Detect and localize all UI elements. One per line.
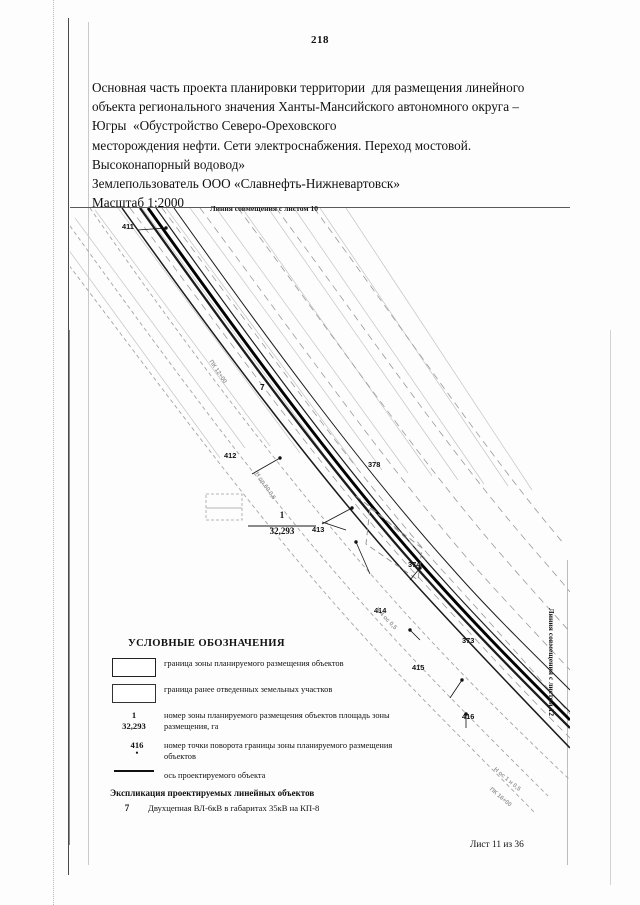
title-line-3: Югры «Обустройство Северо-Ореховского [92,118,337,134]
map-zone-number: 1 [279,510,285,520]
scan-artifact-light-line [88,22,89,865]
site-plan-map: 411 412 413 414 415 416 373 374 378 7 1 … [70,208,570,828]
legend-key-zone-number: 1 32,293 [110,710,158,733]
legend-label-zone-number-area: номер зоны планируемого размещения объек… [164,711,390,732]
design-axis-line [146,208,570,722]
legend-item-turning-point: 416 • номер точки поворота границы зоны … [110,740,410,763]
swatch-thick-border [112,658,156,677]
map-sheet-join-label-top: Линия совмещения с листом 10 [210,204,319,213]
legend-key-planned-zone [110,658,158,677]
map-zone-area: 32,293 [269,526,295,536]
explication-row: 7 Двухцепная ВЛ-6кВ в габаритах 35кВ на … [110,803,410,813]
map-point-label-378: 378 [368,460,381,469]
page-number: 218 [311,34,329,46]
legend-item-design-axis: ось проектируемого объекта [110,769,410,781]
title-line-1: Основная часть проекта планировки террит… [92,80,525,95]
sheet-footer: Лист 11 из 36 [470,840,524,850]
legend-label-existing-parcel: граница ранее отведенных земельных участ… [164,685,333,694]
map-point-label-411: 411 [122,222,134,231]
legend-key-zone-area-value: 32,293 [122,721,146,732]
landuser-line: Землепользователь ООО «Славнефть-Нижнева… [92,176,400,192]
legend-label-turning-point: номер точки поворота границы зоны планир… [164,740,393,762]
legend-item-planned-zone-boundary: граница зоны планируемого размещения объ… [110,658,410,677]
map-sheet-join-label-right: Линия совмещения с листом 12 [547,608,556,717]
point-marker-icon: • [135,747,139,758]
map-point-label-373: 373 [462,636,475,645]
map-point-label-374: 374 [408,560,421,569]
scan-artifact-binding-line [68,18,69,875]
legend-title: УСЛОВНЫЕ ОБОЗНАЧЕНИЯ [128,638,285,649]
explication-title: Экспликация проектируемых линейных объек… [110,788,315,799]
swatch-thin-border [112,684,156,703]
scan-artifact-binding-line-lower [69,330,70,845]
explication-row-number: 7 [124,803,130,814]
scan-artifact-dotted-line [53,0,55,905]
legend-key-turning-point-value: 416 [130,739,144,750]
map-legend: УСЛОВНЫЕ ОБОЗНАЧЕНИЯ граница зоны планир… [110,638,410,813]
legend-key-turning-point: 416 • [110,739,158,758]
map-top-border [70,207,570,208]
map-point-label-416: 416 [462,712,475,721]
legend-item-existing-parcel-boundary: граница ранее отведенных земельных участ… [110,684,410,703]
scan-artifact-right-line [610,330,611,885]
title-line-2: объекта регионального значения Ханты-Ман… [92,99,519,115]
title-line-4: месторождения нефти. Сети электроснабжен… [92,137,472,153]
legend-key-zone-number-value: 1 [131,710,137,720]
title-line-5: Высоконапорный водовод» [92,156,245,172]
map-point-label-413: 413 [312,525,325,534]
map-point-label-412: 412 [224,451,237,460]
map-linework [70,208,570,813]
legend-key-existing-parcel [110,684,158,703]
scan-artifact-right-line-2 [567,560,568,865]
map-point-label-414: 414 [374,606,387,615]
map-point-label-415: 415 [412,663,425,672]
axis-line-icon [114,769,154,772]
legend-label-design-axis: ось проектируемого объекта [164,770,266,780]
map-object-label-7: 7 [260,382,265,392]
legend-label-planned-zone: граница зоны планируемого размещения объ… [164,659,344,668]
scale-line: Масштаб 1:2000 [92,195,185,211]
document-title-block: Основная часть проекта планировки террит… [92,78,574,212]
legend-item-zone-number-area: 1 32,293 номер зоны планируемого размеще… [110,710,410,733]
legend-key-design-axis [110,769,158,772]
explication-row-text: Двухцепная ВЛ-6кВ в габаритах 35кВ на КП… [148,803,320,814]
